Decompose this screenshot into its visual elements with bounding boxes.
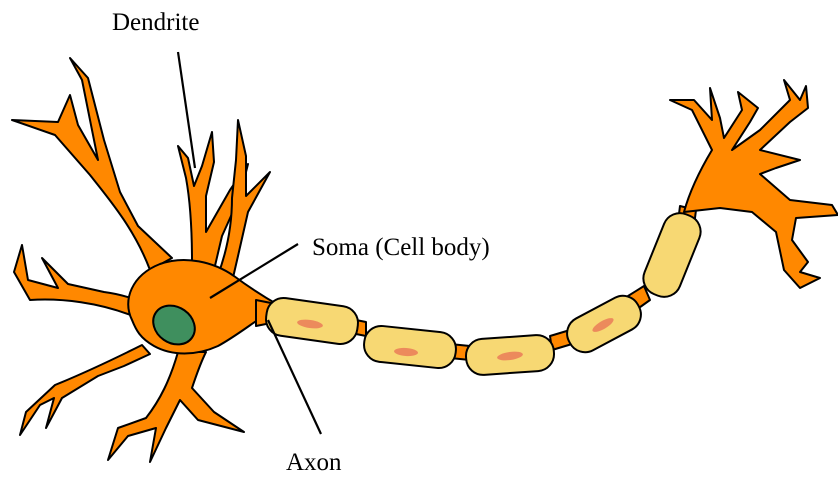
soma-label: Soma (Cell body)	[312, 234, 490, 261]
myelin-sheath	[638, 208, 705, 302]
axon-terminal	[670, 80, 838, 288]
dendrite-upper-left	[12, 58, 172, 270]
dendrite-label: Dendrite	[112, 9, 199, 36]
axon	[256, 206, 706, 376]
dendrite-branches	[12, 58, 270, 462]
axon-label: Axon	[286, 449, 342, 476]
myelin-sheath	[362, 324, 457, 369]
dendrite-bottom	[108, 352, 244, 462]
dendrite-lower-left	[20, 345, 150, 435]
